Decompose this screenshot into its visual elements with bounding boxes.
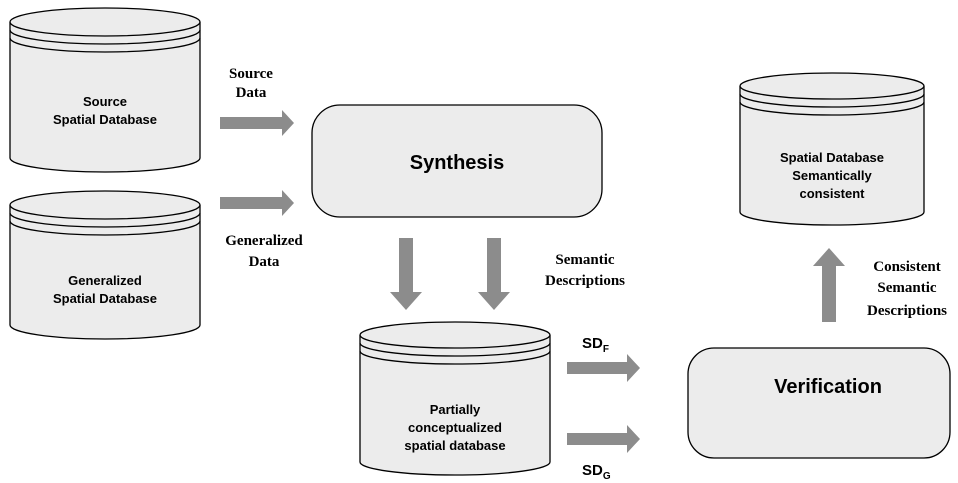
partial-database-line-2: conceptualized [408,420,502,435]
consistent-label-line-1: Consistent [873,259,941,275]
generalized-database-line-2: Spatial Database [53,291,157,306]
sd-g-arrow [567,425,640,453]
generalized-data-label-line-1: Generalized [225,233,303,249]
source-data-label-line-2: Data [236,85,267,101]
consistent-label-line-3: Descriptions [867,303,947,319]
synthesis-process: Synthesis [311,104,603,218]
consistent-database-line-2: Semantically [792,168,872,183]
synthesis-down-arrow-right [478,238,510,310]
synthesis-label: Synthesis [410,152,504,174]
semantic-descriptions-label-line-2: Descriptions [545,273,625,289]
sd-g-label: SDG [582,462,611,482]
consistent-database-line-1: Spatial Database [780,150,884,165]
generalized-data-arrow [220,190,294,216]
partial-database-line-3: spatial database [404,438,505,453]
generalized-data-label-line-2: Data [249,254,280,270]
source-database: Source Spatial Database [9,7,201,173]
sd-f-arrow [567,354,640,382]
source-database-body [9,22,201,173]
source-database-line-1: Source [83,94,127,109]
consistent-database-line-3: consistent [799,186,865,201]
partial-database: Partially conceptualized spatial databas… [359,321,551,476]
generalized-database: Generalized Spatial Database [9,190,201,340]
consistent-database: Spatial Database Semantically consistent [739,72,925,226]
source-data-label-line-1: Source [229,66,273,82]
verification-label: Verification [774,376,882,398]
source-data-arrow [220,110,294,136]
semantic-descriptions-label-line-1: Semantic [555,252,615,268]
source-database-line-2: Spatial Database [53,112,157,127]
synthesis-down-arrow-left [390,238,422,310]
consistent-up-arrow [813,248,845,322]
sd-f-label: SDF [582,335,609,355]
generalized-database-line-1: Generalized [68,273,142,288]
verification-process: Verification [687,347,951,459]
consistent-label-line-2: Semantic [877,280,937,296]
partial-database-line-1: Partially [430,402,481,417]
